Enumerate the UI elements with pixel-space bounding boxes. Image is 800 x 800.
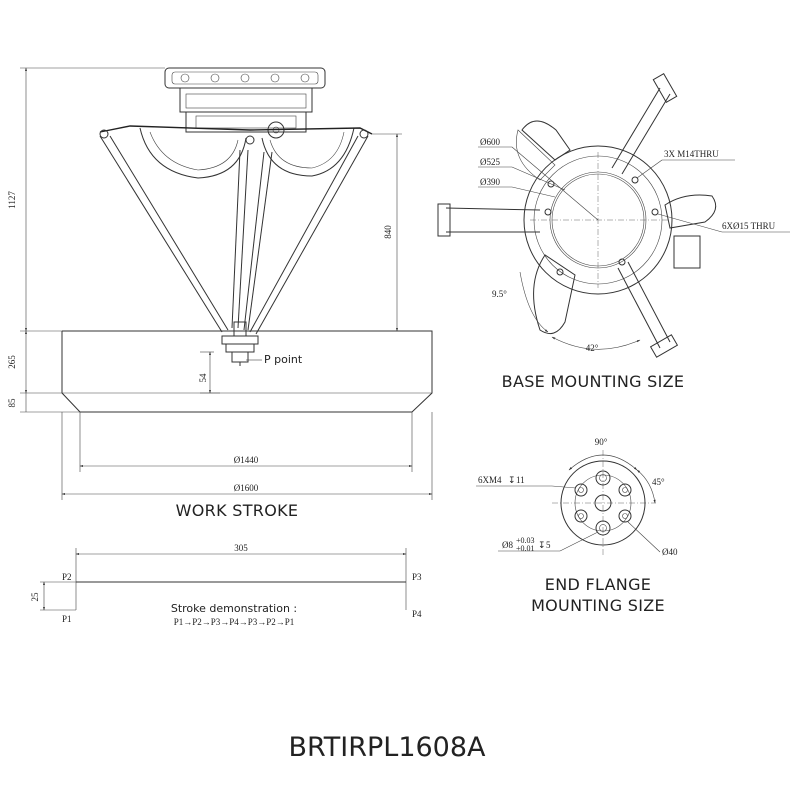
work-envelope [61, 330, 433, 413]
dim-angle-large: 42° [586, 343, 599, 353]
dim-d525: Ø525 [480, 157, 500, 167]
model-name: BRTIRPL1608A [288, 732, 486, 763]
dim-height-work: 265 [7, 355, 17, 369]
stroke-demo: 305 25 P1 P2 P3 P4 Stroke demonstration … [30, 543, 422, 627]
dim-height-arm: 840 [383, 225, 393, 239]
parallel-arms [99, 135, 369, 335]
dim-holes-15: 6XØ15 THRU [722, 221, 776, 231]
p4-label: P4 [412, 609, 422, 619]
dim-pin-tol-lower: +0.01 [516, 544, 535, 553]
dim-thread-depth: 11 [516, 475, 525, 485]
p3-label: P3 [412, 572, 422, 582]
p1-label: P1 [62, 614, 72, 624]
dim-d600: Ø600 [480, 137, 500, 147]
dim-angle-90: 90° [595, 437, 608, 447]
dim-p-offset: 54 [198, 373, 208, 383]
p2-label: P2 [62, 572, 72, 582]
p-point-label: P point [264, 353, 303, 366]
work-stroke-view: 1127 840 265 85 54 P point Ø1440 Ø1600 W… [7, 67, 433, 520]
base-mounting-view: Ø600 Ø525 Ø390 3X M14THRU 6XØ15 THRU 9.5… [437, 73, 790, 391]
dim-pin-dia: Ø8 [502, 540, 513, 550]
dim-pin-tol-upper: +0.03 [516, 536, 535, 545]
dim-d390: Ø390 [480, 177, 500, 187]
dim-holes-m14: 3X M14THRU [664, 149, 719, 159]
dim-angle-small: 9.5° [492, 289, 507, 299]
robot-motors [139, 121, 355, 179]
dim-d40: Ø40 [662, 547, 678, 557]
end-effector [221, 321, 259, 366]
dim-height-total: 1127 [7, 191, 17, 209]
dim-dia-outer: Ø1600 [234, 483, 259, 493]
dim-thread: 6XM4 [478, 475, 502, 485]
end-flange-title-1: END FLANGE [545, 575, 651, 594]
end-flange-title-2: MOUNTING SIZE [531, 596, 665, 615]
stroke-demo-title: Stroke demonstration : [171, 602, 297, 615]
dim-dia-inner: Ø1440 [234, 455, 259, 465]
robot-base-housing [164, 67, 326, 133]
base-mounting-title: BASE MOUNTING SIZE [502, 372, 685, 391]
dim-angle-45: 45° [652, 477, 665, 487]
base-arms [437, 73, 701, 358]
stroke-demo-sequence: P1→P2→P3→P4→P3→P2→P1 [174, 617, 295, 627]
dim-stroke-height: 25 [30, 592, 40, 602]
dim-height-cone: 85 [7, 398, 17, 408]
dim-pin-depth: 5 [546, 540, 551, 550]
depth-symbol-2: ↧ [538, 540, 546, 550]
work-stroke-title: WORK STROKE [176, 501, 299, 520]
depth-symbol-1: ↧ [508, 475, 516, 485]
dim-stroke-width: 305 [234, 543, 248, 553]
end-flange-view: 90° 45° 6XM4 ↧ 11 Ø8 +0.03 +0.01 ↧ 5 Ø40… [476, 437, 678, 615]
